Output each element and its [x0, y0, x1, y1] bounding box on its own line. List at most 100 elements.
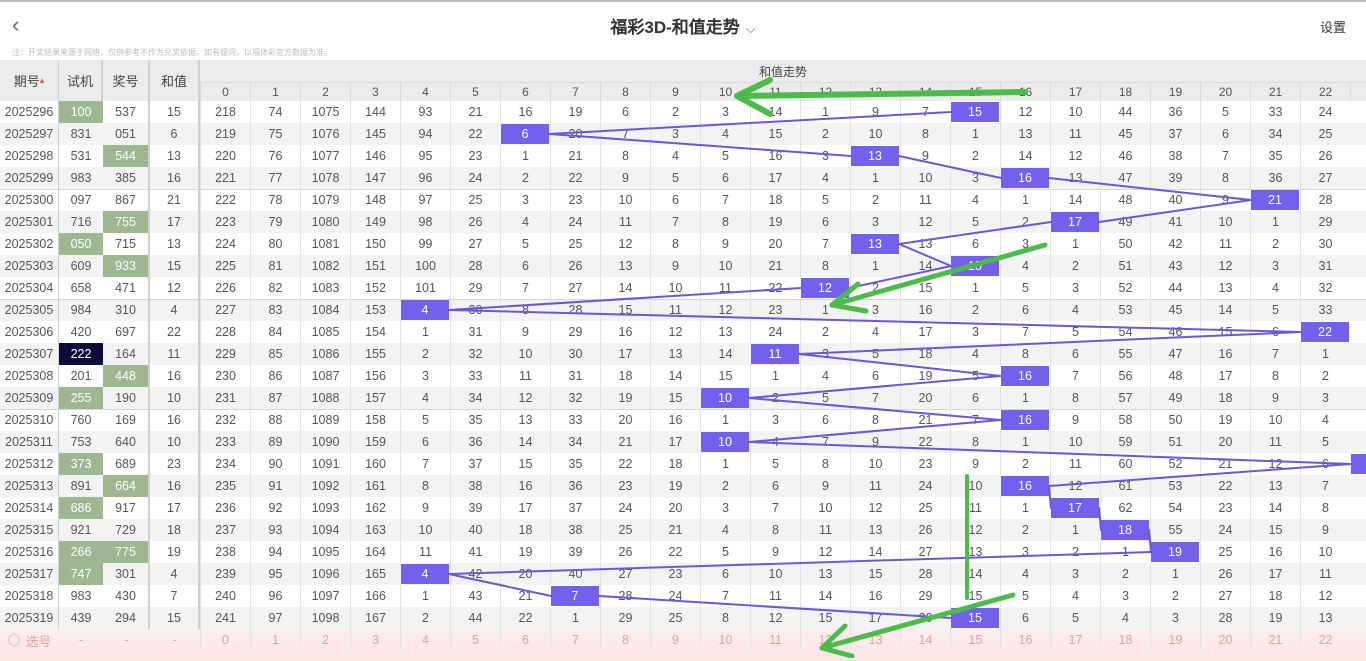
- pick-sum-13[interactable]: 13: [850, 629, 900, 651]
- pick-sum-12[interactable]: 12: [800, 629, 850, 651]
- omission-cell: 1: [950, 277, 1000, 299]
- pick-sum-1[interactable]: 1: [250, 629, 300, 651]
- omission-cell: 15: [900, 277, 950, 299]
- pick-sum-22[interactable]: 22: [1300, 629, 1350, 651]
- header-sum-13: 13: [850, 82, 900, 101]
- pick-sum-20[interactable]: 20: [1200, 629, 1250, 651]
- omission-cell: 17: [900, 321, 950, 343]
- header-trend-group: 和值走势: [200, 60, 1366, 82]
- period-cell: 2025316: [0, 541, 59, 563]
- omission-cell: 21: [650, 519, 700, 541]
- omission-cell: 18: [500, 519, 550, 541]
- pick-sum-14[interactable]: 14: [900, 629, 950, 651]
- header-sum[interactable]: 和值: [150, 60, 200, 101]
- omission-cell: 9: [700, 233, 750, 255]
- omission-cell: 8: [650, 233, 700, 255]
- pick-sum-16[interactable]: 16: [1000, 629, 1050, 651]
- omission-cell: 237: [200, 519, 250, 541]
- omission-cell: 16: [750, 145, 800, 167]
- omission-cell: 5: [1000, 277, 1050, 299]
- omission-cell: 7: [950, 409, 1000, 431]
- omission-cell: 1080: [300, 211, 350, 233]
- omission-cell: 15: [650, 387, 700, 409]
- header-draw[interactable]: 奖号: [103, 60, 150, 101]
- omission-cell: 62: [1100, 497, 1150, 519]
- omission-cell: 14: [950, 563, 1000, 585]
- omission-cell: 3: [700, 497, 750, 519]
- omission-cell: 24: [450, 167, 500, 189]
- omission-cell: 13: [500, 409, 550, 431]
- omission-cell: 157: [350, 387, 400, 409]
- omission-cell: 28: [1200, 607, 1250, 629]
- omission-cell: 28: [550, 299, 600, 321]
- pick-sum-2[interactable]: 2: [300, 629, 350, 651]
- omission-cell: 12: [1200, 255, 1250, 277]
- sum-hit-cell: 10: [701, 432, 749, 452]
- omission-cell: 233: [200, 431, 250, 453]
- omission-cell: 15: [500, 453, 550, 475]
- omission-cell: 13: [850, 519, 900, 541]
- pick-sum-9[interactable]: 9: [650, 629, 700, 651]
- back-chevron-icon[interactable]: ‹: [12, 12, 20, 37]
- omission-cell: 160: [350, 453, 400, 475]
- omission-cell: 1: [1150, 563, 1200, 585]
- pick-sum-5[interactable]: 5: [450, 629, 500, 651]
- omission-cell: 17: [1200, 365, 1250, 387]
- omission-cell: 35: [550, 453, 600, 475]
- select-number-label[interactable]: 选号: [0, 629, 59, 651]
- pick-sum-4[interactable]: 4: [400, 629, 450, 651]
- draw-number-cell: 537: [103, 101, 150, 123]
- page-title[interactable]: 福彩3D-和值走势⌵: [0, 13, 1366, 38]
- omission-cell: 9: [950, 453, 1000, 475]
- period-cell: 2025308: [0, 365, 59, 387]
- draw-number-cell: 689: [103, 453, 150, 475]
- omission-cell: 14: [850, 541, 900, 563]
- header-sum-12: 12: [800, 82, 850, 101]
- radio-icon[interactable]: [7, 634, 20, 646]
- pick-sum-17[interactable]: 17: [1050, 629, 1100, 651]
- pick-sum-21[interactable]: 21: [1250, 629, 1300, 651]
- omission-cell: 9: [600, 167, 650, 189]
- header-test[interactable]: 试机: [59, 60, 103, 101]
- pick-sum-11[interactable]: 11: [750, 629, 800, 651]
- select-number-text: 选号: [25, 634, 51, 649]
- period-cell: 2025298: [0, 145, 59, 167]
- pick-sum-15[interactable]: 15: [950, 629, 1000, 651]
- omission-cell: 28: [450, 255, 500, 277]
- omission-cell: 7: [500, 277, 550, 299]
- omission-cell: 2: [1000, 519, 1050, 541]
- omission-cell: 6: [600, 101, 650, 123]
- omission-cell: 239: [200, 563, 250, 585]
- omission-cell: 2: [1000, 453, 1050, 475]
- pick-sum-10[interactable]: 10: [700, 629, 750, 651]
- sum-hit-cell: 4: [401, 300, 449, 320]
- period-cell: 2025313: [0, 475, 59, 497]
- omission-cell: 225: [200, 255, 250, 277]
- pick-sum-7[interactable]: 7: [550, 629, 600, 651]
- omission-cell: 57: [1100, 387, 1150, 409]
- omission-cell: 10: [1300, 541, 1350, 563]
- omission-cell: 219: [200, 123, 250, 145]
- omission-cell: 11: [1250, 431, 1300, 453]
- omission-cell: 3: [1100, 585, 1150, 607]
- pick-sum-8[interactable]: 8: [600, 629, 650, 651]
- omission-cell: 8: [900, 123, 950, 145]
- pick-sum-18[interactable]: 18: [1100, 629, 1150, 651]
- pick-sum-6[interactable]: 6: [500, 629, 550, 651]
- period-cell: 2025300: [0, 189, 59, 211]
- omission-cell: 1: [700, 409, 750, 431]
- omission-cell: 4: [800, 365, 850, 387]
- omission-cell: 150: [350, 233, 400, 255]
- header-sum-14: 14: [900, 82, 950, 101]
- omission-cell: 40: [450, 519, 500, 541]
- pick-sum-3[interactable]: 3: [350, 629, 400, 651]
- pick-sum-19[interactable]: 19: [1150, 629, 1200, 651]
- omission-cell: 21: [750, 255, 800, 277]
- sort-icon[interactable]: ▴: [39, 75, 45, 85]
- header-period[interactable]: 期号 ▴: [0, 60, 59, 101]
- chevron-down-icon[interactable]: ⌵: [745, 21, 756, 36]
- sum-hit-cell: 16: [1001, 366, 1049, 386]
- settings-button[interactable]: 设置: [1319, 20, 1346, 35]
- omission-cell: 35: [450, 409, 500, 431]
- pick-sum-0[interactable]: 0: [200, 629, 250, 651]
